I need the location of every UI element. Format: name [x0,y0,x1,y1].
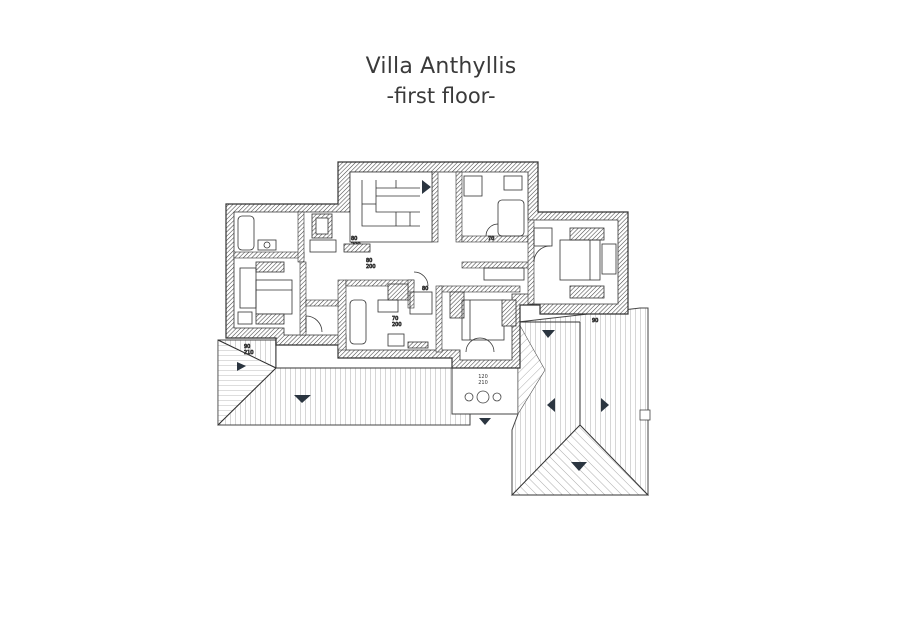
svg-text:70: 70 [488,236,494,242]
roof-right [510,307,651,496]
bed-door-dim: 90 [244,344,250,350]
bedroom-left: 90 210 [237,261,323,356]
bathroom-top: 70 [463,175,525,242]
terrace-door-dim: 120 [478,374,488,380]
center-bath-dim: 70 [392,316,398,322]
hall-door-dim: 80 [366,258,372,264]
bath-door-dim: 80 [351,236,357,242]
title-block: Villa Anthyllis -first floor- [0,52,882,110]
svg-text:90: 90 [592,318,598,324]
svg-text:210: 210 [244,350,254,356]
roof-left [217,339,491,426]
terrace: 120 210 [451,367,519,415]
roof-slope-arrow [547,398,555,412]
hall: 80 200 80 [366,258,429,301]
plan-subtitle: -first floor- [386,84,496,108]
roof-slope-arrow [571,462,587,471]
svg-text:200: 200 [392,322,402,328]
interior-walls [233,171,535,353]
stair-direction-arrow [422,180,431,194]
roof-slope-arrow [601,398,609,412]
svg-text:210: 210 [478,380,488,386]
roof-slope-arrow [294,395,311,403]
bedroom-right: 90 [533,227,617,324]
bedroom-center [409,267,525,353]
roof-slope-arrow [237,362,246,371]
roof-slope-arrow [542,330,555,338]
staircase [349,171,433,243]
svg-text:80: 80 [422,286,428,292]
bathroom-left: 80 200 [237,213,371,253]
bathroom-center: 70 200 [349,299,429,349]
plan-title: Villa Anthyllis [365,54,517,79]
roof-slope-arrow [479,418,491,425]
svg-text:200: 200 [366,264,376,270]
